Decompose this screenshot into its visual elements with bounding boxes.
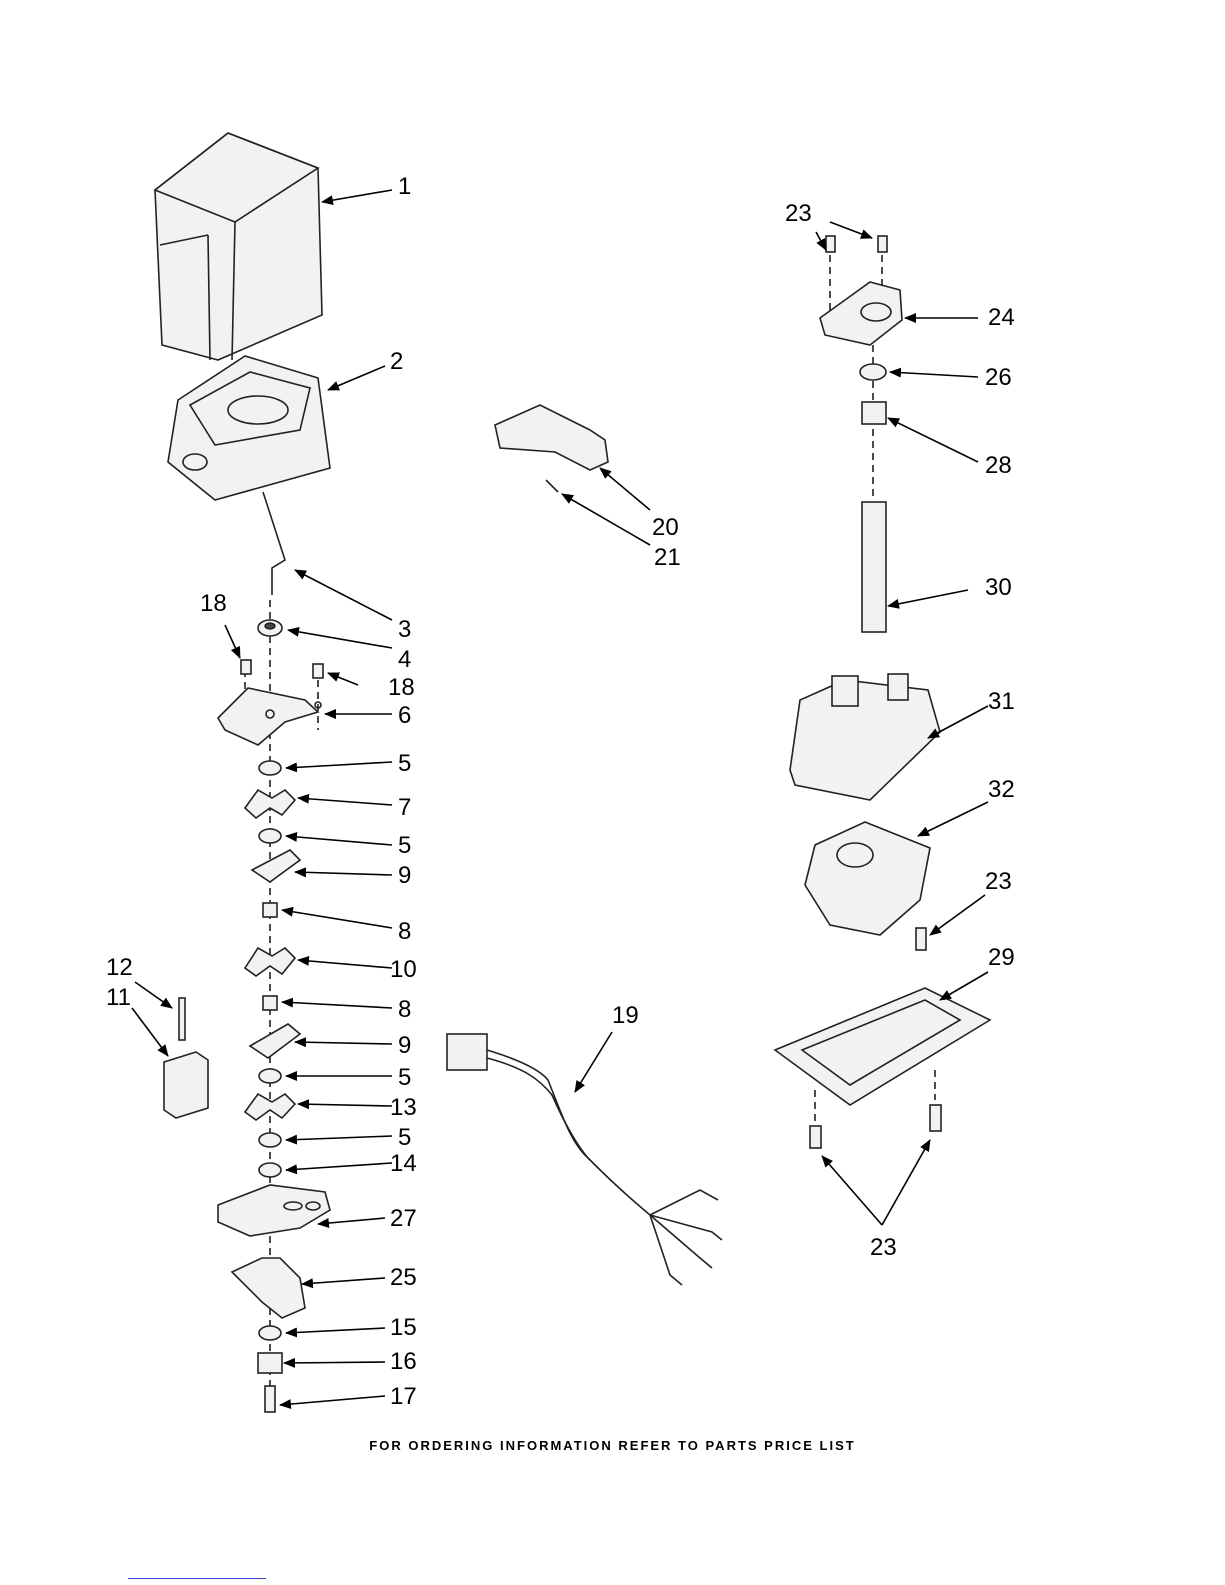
- part-19-wire-harness: [447, 1034, 722, 1285]
- callout-6: 6: [398, 704, 411, 728]
- callout-11: 11: [106, 986, 131, 1010]
- page-link-underline[interactable]: [128, 1578, 266, 1579]
- callout-23-top: 23: [785, 202, 812, 226]
- callout-13: 13: [390, 1096, 417, 1120]
- callout-28: 28: [985, 454, 1012, 478]
- part-14-washer: [259, 1163, 281, 1177]
- part-11-block: [164, 1052, 208, 1118]
- callout-5-b: 5: [398, 834, 411, 858]
- callout-10: 10: [390, 958, 417, 982]
- callout-23-bottom: 23: [870, 1236, 897, 1260]
- part-8-spacer-b: [263, 996, 277, 1010]
- ordering-info-note: FOR ORDERING INFORMATION REFER TO PARTS …: [0, 1438, 1225, 1453]
- callout-30: 30: [985, 576, 1012, 600]
- callout-3: 3: [398, 618, 411, 642]
- callout-31: 31: [988, 690, 1015, 714]
- part-20-switch-bracket: [495, 405, 608, 470]
- part-18-screw-left: [241, 660, 251, 674]
- callout-18-left: 18: [200, 592, 227, 616]
- part-32-gear-motor: [805, 822, 930, 935]
- callout-1: 1: [398, 175, 411, 199]
- part-5-washer-a: [259, 761, 281, 775]
- callout-17: 17: [390, 1385, 417, 1409]
- part-24-mount-plate: [820, 282, 902, 345]
- part-29-gasket: [775, 988, 990, 1105]
- part-16-nut: [258, 1353, 282, 1373]
- callout-7: 7: [398, 796, 411, 820]
- part-3-auger-rod: [263, 492, 285, 595]
- callout-5-a: 5: [398, 752, 411, 776]
- part-25-deflector: [232, 1258, 305, 1318]
- part-26-washer: [860, 364, 886, 380]
- callout-2: 2: [390, 350, 403, 374]
- part-23-screw-motor: [916, 928, 926, 950]
- part-30-shaft: [862, 502, 886, 632]
- part-27-plate: [218, 1185, 330, 1236]
- callout-15: 15: [390, 1316, 417, 1340]
- callout-32: 32: [988, 778, 1015, 802]
- part-1-bucket-cover: [155, 133, 322, 360]
- callout-20: 20: [652, 516, 679, 540]
- callout-9-a: 9: [398, 864, 411, 888]
- callout-5-d: 5: [398, 1126, 411, 1150]
- part-31-motor-housing: [790, 674, 940, 800]
- callout-24: 24: [988, 306, 1015, 330]
- callout-25: 25: [390, 1266, 417, 1290]
- callout-8-a: 8: [398, 920, 411, 944]
- callout-21: 21: [654, 546, 681, 570]
- part-4-washer: [258, 620, 282, 636]
- callout-12: 12: [106, 956, 133, 980]
- callout-8-b: 8: [398, 998, 411, 1022]
- part-17-screw: [265, 1386, 275, 1412]
- callout-19: 19: [612, 1004, 639, 1028]
- part-12-pin: [179, 998, 185, 1040]
- part-28-bushing: [862, 402, 886, 424]
- part-9-blade-b: [250, 1024, 300, 1058]
- callout-29: 29: [988, 946, 1015, 970]
- callout-26: 26: [985, 366, 1012, 390]
- callout-27: 27: [390, 1207, 417, 1231]
- callout-16: 16: [390, 1350, 417, 1374]
- part-23-screws-bottom: [810, 1105, 941, 1148]
- part-5-washer-b: [259, 829, 281, 843]
- callout-23-motor: 23: [985, 870, 1012, 894]
- callout-4: 4: [398, 648, 411, 672]
- part-21-spring: [546, 480, 558, 492]
- part-5-washer-d: [259, 1133, 281, 1147]
- part-18-screw-right: [313, 664, 323, 678]
- callout-5-c: 5: [398, 1066, 411, 1090]
- part-23-screws-top: [826, 236, 887, 252]
- callout-18-right: 18: [388, 676, 415, 700]
- callout-14: 14: [390, 1152, 417, 1176]
- part-2-bucket-base: [168, 356, 330, 500]
- callout-9-b: 9: [398, 1034, 411, 1058]
- part-5-washer-c: [259, 1069, 281, 1083]
- part-9-blade-a: [252, 850, 300, 882]
- part-15-washer: [259, 1326, 281, 1340]
- part-8-spacer-a: [263, 903, 277, 917]
